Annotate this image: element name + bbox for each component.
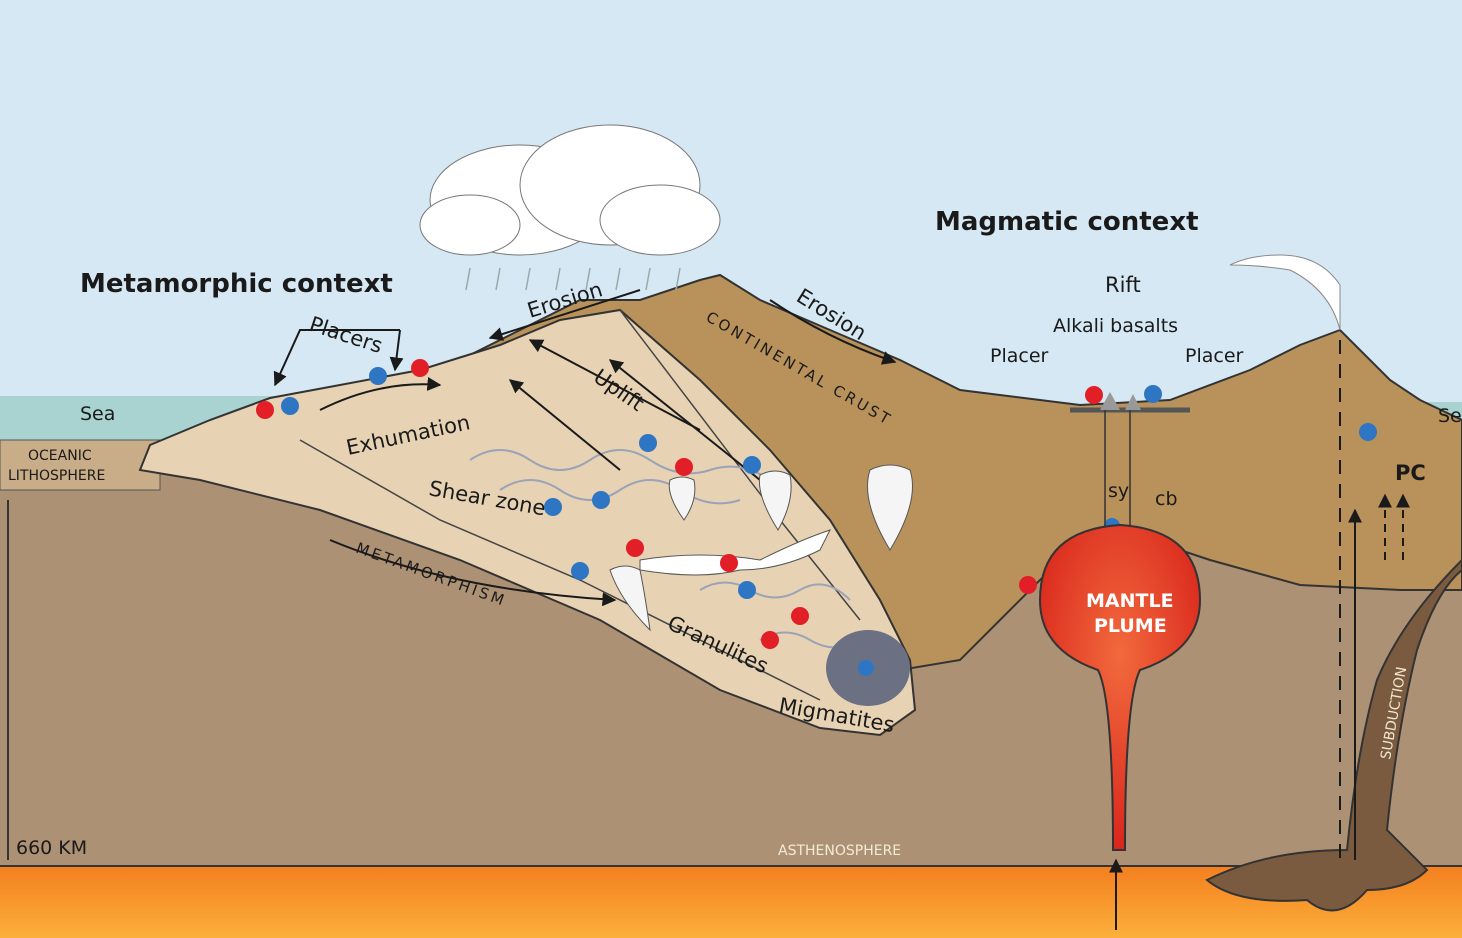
blue-marker [858, 660, 874, 676]
lithosphere-label: LITHOSPHERE [8, 468, 105, 484]
placer-right-label: Placer [1185, 345, 1244, 367]
subducting-slab [1205, 558, 1462, 912]
cloud [419, 124, 721, 256]
placer-left-label: Placer [990, 345, 1049, 367]
metamorphic-heading: Metamorphic context [80, 269, 393, 299]
magmatic-heading: Magmatic context [935, 207, 1199, 237]
sy-label: sy [1108, 480, 1129, 502]
cb-label: cb [1155, 488, 1178, 510]
pc-label: PC [1395, 461, 1426, 485]
metamorphic-body [138, 308, 917, 737]
mantle-label: MANTLE [1086, 590, 1174, 612]
oceanic-label: OCEANIC [28, 448, 92, 464]
oceanic-lithosphere [0, 439, 161, 491]
sea-right-label: Sea [1438, 405, 1462, 427]
plume-label: PLUME [1094, 615, 1167, 637]
rift-label: Rift [1105, 273, 1141, 297]
sea-left-label: Sea [80, 403, 115, 425]
mantle-plume [1038, 523, 1202, 851]
volcano-smoke [1229, 254, 1341, 331]
granite-body [867, 464, 913, 551]
alkali-basalts-label: Alkali basalts [1053, 315, 1178, 337]
depth-label: 660 KM [16, 837, 87, 859]
rain [465, 267, 681, 291]
asthenosphere-label: ASTHENOSPHERE [778, 843, 901, 859]
